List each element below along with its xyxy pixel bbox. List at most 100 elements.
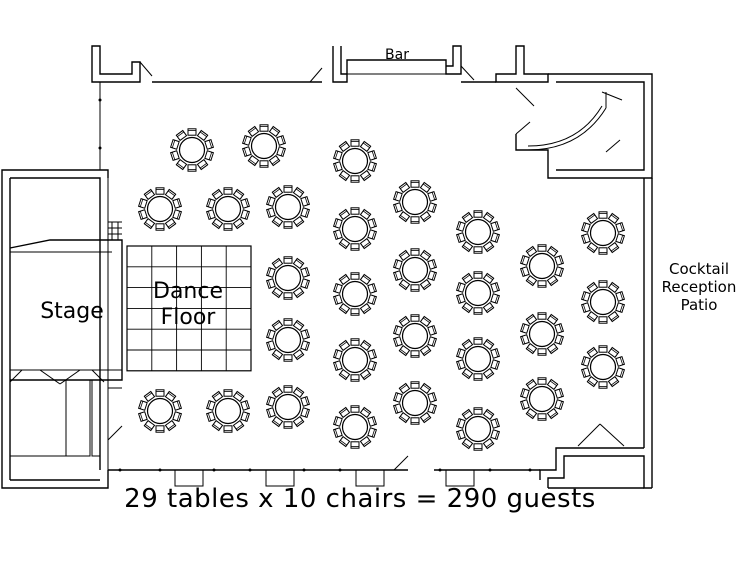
chair bbox=[586, 346, 599, 359]
round-table bbox=[137, 187, 183, 231]
chair bbox=[598, 345, 608, 353]
chair bbox=[359, 406, 372, 419]
chair bbox=[211, 217, 224, 230]
round-table bbox=[392, 381, 438, 425]
chair bbox=[359, 140, 372, 153]
chair bbox=[283, 421, 293, 429]
chair bbox=[232, 419, 245, 432]
chair bbox=[607, 375, 620, 388]
chair bbox=[410, 350, 420, 358]
round-table bbox=[455, 210, 501, 254]
chair bbox=[546, 313, 559, 326]
chair bbox=[537, 312, 547, 320]
chair bbox=[525, 274, 538, 287]
chair bbox=[461, 272, 474, 285]
chair bbox=[537, 348, 547, 356]
cocktail-patio-label: Cocktail Reception Patio bbox=[652, 260, 745, 314]
chair bbox=[292, 348, 305, 361]
round-table bbox=[137, 389, 183, 433]
dance-floor-label-line1: Dance bbox=[153, 279, 223, 304]
round-table bbox=[580, 211, 626, 255]
chair bbox=[546, 378, 559, 391]
chair bbox=[461, 211, 474, 224]
round-table bbox=[265, 385, 311, 429]
chair bbox=[338, 339, 351, 352]
chair bbox=[283, 292, 293, 300]
chair bbox=[537, 377, 547, 385]
round-table bbox=[169, 128, 215, 172]
chair bbox=[232, 390, 245, 403]
capacity-caption: 29 tables x 10 chairs = 290 guests bbox=[124, 484, 596, 514]
round-table bbox=[205, 187, 251, 231]
chair bbox=[398, 278, 411, 291]
round-table bbox=[519, 377, 565, 421]
patio-label-line2: Reception bbox=[661, 278, 737, 296]
round-table bbox=[392, 248, 438, 292]
round-table bbox=[265, 318, 311, 362]
chair bbox=[482, 437, 495, 450]
chair bbox=[359, 368, 372, 381]
patio-label-line3: Patio bbox=[680, 296, 718, 314]
chair bbox=[283, 318, 293, 326]
dance-floor-label-line2: Floor bbox=[161, 305, 217, 330]
chair bbox=[546, 274, 559, 287]
chair bbox=[546, 245, 559, 258]
round-table bbox=[455, 407, 501, 451]
round-table bbox=[265, 256, 311, 300]
chair bbox=[223, 223, 233, 231]
chair bbox=[359, 302, 372, 315]
chair bbox=[196, 129, 209, 142]
chair bbox=[598, 316, 608, 324]
chair bbox=[211, 390, 224, 403]
round-table bbox=[332, 272, 378, 316]
chair bbox=[292, 386, 305, 399]
chair bbox=[482, 367, 495, 380]
chair bbox=[359, 208, 372, 221]
round-table bbox=[580, 280, 626, 324]
chair bbox=[398, 315, 411, 328]
chair bbox=[398, 181, 411, 194]
chair bbox=[419, 344, 432, 357]
chair bbox=[164, 419, 177, 432]
chair bbox=[473, 246, 483, 254]
chair bbox=[586, 212, 599, 225]
chair bbox=[271, 257, 284, 270]
chair bbox=[155, 223, 165, 231]
chair bbox=[410, 417, 420, 425]
chair bbox=[419, 315, 432, 328]
chair bbox=[410, 180, 420, 188]
chair bbox=[598, 247, 608, 255]
round-table bbox=[392, 180, 438, 224]
chair bbox=[350, 338, 360, 346]
patio-label-line1: Cocktail bbox=[669, 260, 729, 278]
chair bbox=[271, 286, 284, 299]
chair bbox=[292, 186, 305, 199]
chair bbox=[473, 407, 483, 415]
chair bbox=[410, 284, 420, 292]
chair bbox=[537, 244, 547, 252]
chair bbox=[473, 443, 483, 451]
chair bbox=[292, 319, 305, 332]
chair bbox=[359, 339, 372, 352]
chair bbox=[525, 245, 538, 258]
chair bbox=[338, 169, 351, 182]
chair bbox=[410, 381, 420, 389]
round-table bbox=[580, 345, 626, 389]
chair bbox=[338, 237, 351, 250]
chair bbox=[338, 140, 351, 153]
chair bbox=[350, 207, 360, 215]
chair bbox=[232, 188, 245, 201]
round-table bbox=[332, 405, 378, 449]
chair bbox=[350, 175, 360, 183]
chair bbox=[271, 386, 284, 399]
chair bbox=[525, 342, 538, 355]
chair bbox=[259, 160, 269, 168]
round-table bbox=[519, 312, 565, 356]
chair bbox=[223, 425, 233, 433]
chair bbox=[164, 217, 177, 230]
chair bbox=[143, 217, 156, 230]
chair bbox=[525, 313, 538, 326]
chair bbox=[271, 186, 284, 199]
chair bbox=[586, 375, 599, 388]
chair bbox=[419, 249, 432, 262]
